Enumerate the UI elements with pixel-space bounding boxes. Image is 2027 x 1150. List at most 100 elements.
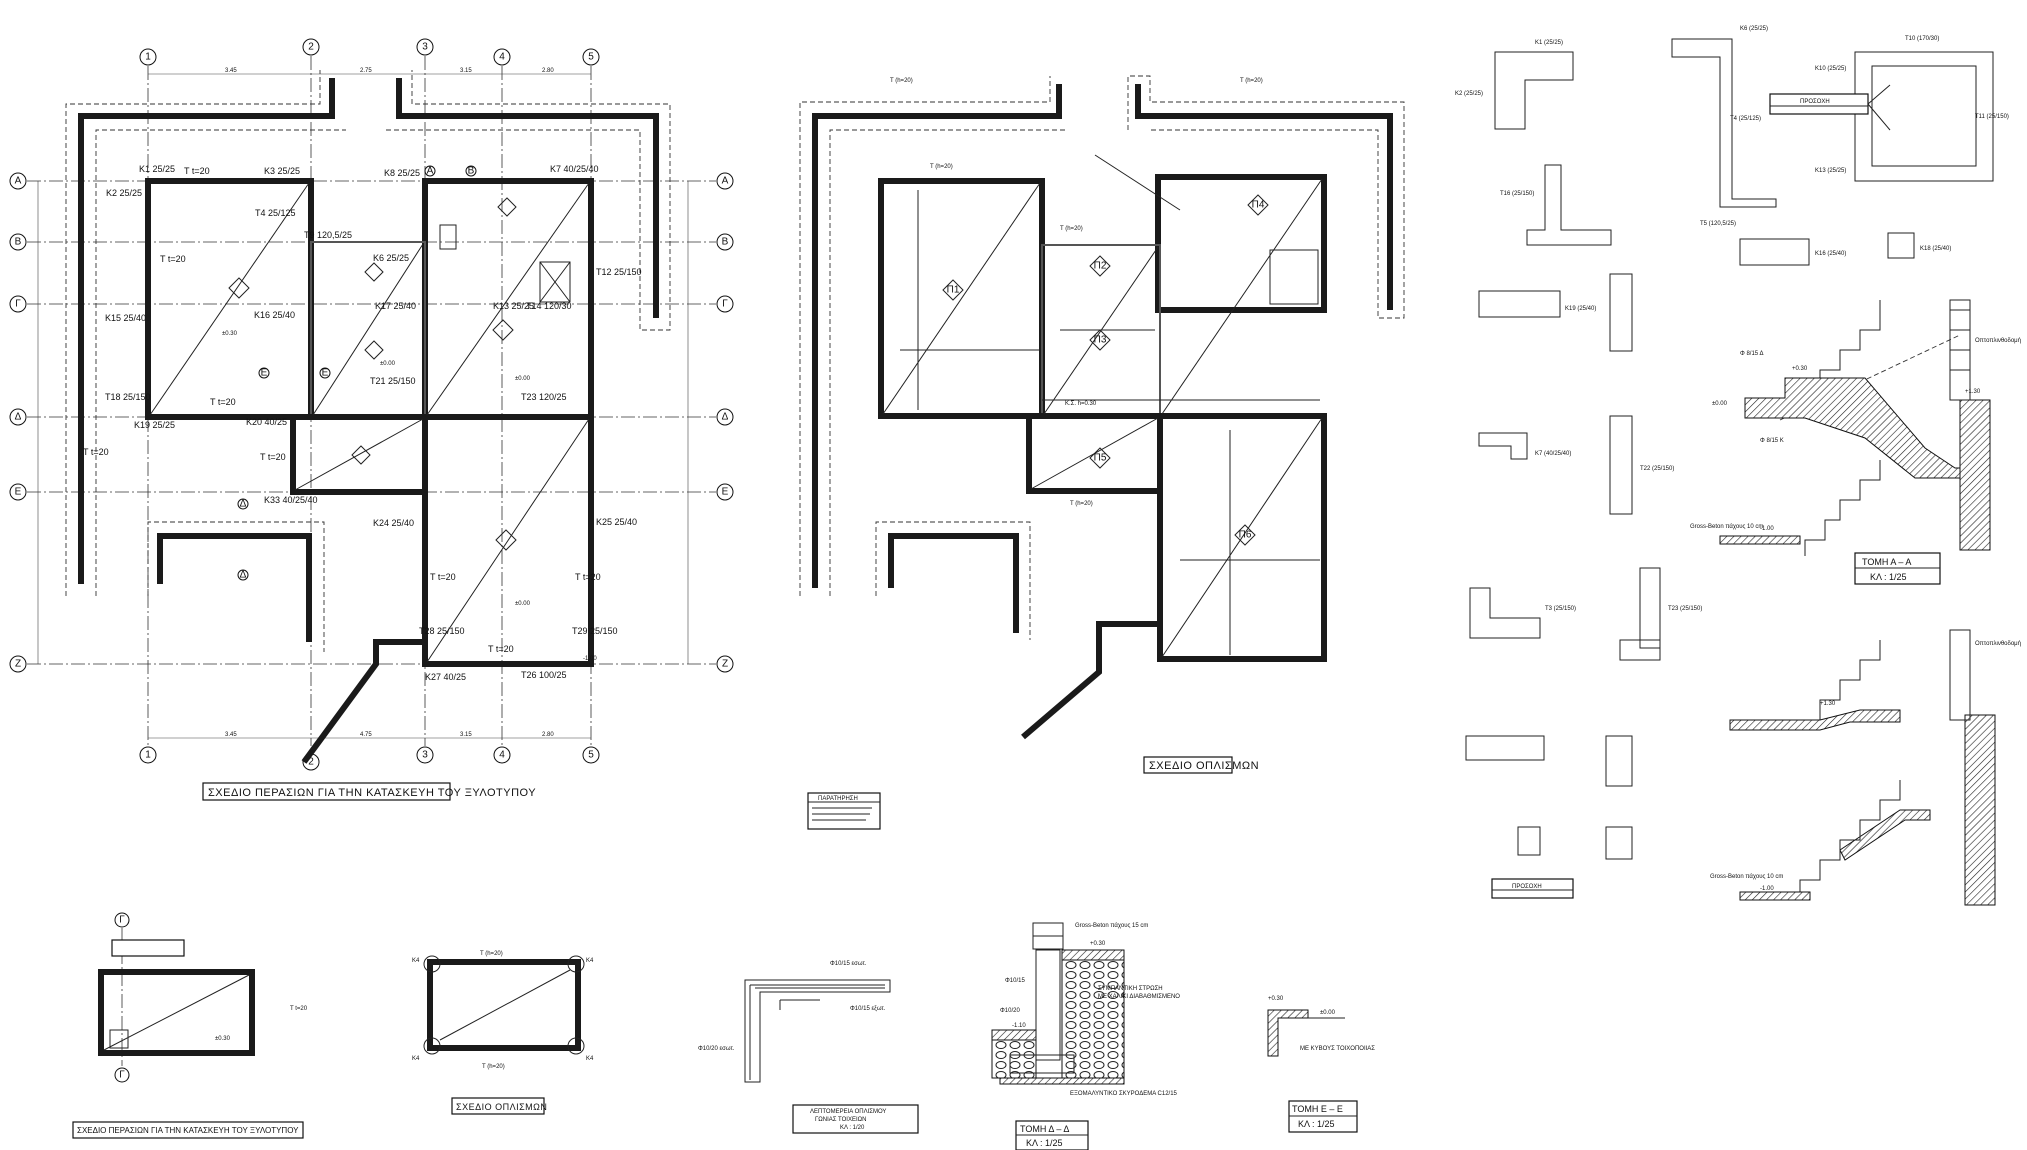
- svg-text:-1.10: -1.10: [1012, 1023, 1026, 1029]
- svg-text:Β: Β: [15, 237, 22, 248]
- svg-text:T (h=20): T (h=20): [1070, 501, 1093, 507]
- svg-text:T (h=20): T (h=20): [890, 78, 913, 84]
- grid-bubbles: 1 2 3 4 5 1 2 3 4 5 Α Β Γ Δ Ε Ζ Α Β Γ Δ …: [9, 38, 734, 771]
- svg-text:K10 (25/25): K10 (25/25): [1815, 66, 1846, 72]
- svg-text:T9 120,5/25: T9 120,5/25: [304, 230, 352, 240]
- svg-text:±0.00: ±0.00: [515, 376, 531, 382]
- formwork-plan-title: ΣΧΕΔΙΟ ΠΕΡΑΣΙΩΝ ΓΙΑ ΤΗΝ ΚΑΤΑΣΚΕΥΗ ΤΟΥ ΞΥ…: [208, 787, 536, 799]
- svg-text:+1.30: +1.30: [1965, 389, 1981, 395]
- svg-text:±0.00: ±0.00: [1320, 1010, 1336, 1016]
- svg-text:T t=20: T t=20: [83, 447, 109, 457]
- svg-text:-1.00: -1.00: [1760, 526, 1774, 532]
- svg-text:1: 1: [145, 52, 151, 63]
- svg-text:+0.30: +0.30: [1792, 366, 1808, 372]
- retaining-wall-section-dd: Gross-Beton πάχους 15 cm +0.30 Φ10/15 Φ1…: [991, 922, 1180, 1150]
- svg-text:4: 4: [499, 750, 505, 761]
- svg-text:Φ 8/15 Κ: Φ 8/15 Κ: [1760, 438, 1784, 444]
- svg-text:K17 25/40: K17 25/40: [375, 301, 416, 311]
- svg-text:-1.00: -1.00: [583, 656, 597, 662]
- svg-text:-1.00: -1.00: [1760, 886, 1774, 892]
- svg-text:T11 (25/150): T11 (25/150): [1975, 114, 2009, 120]
- svg-text:K1 (25/25): K1 (25/25): [1535, 40, 1563, 46]
- svg-text:Δ: Δ: [722, 412, 729, 423]
- small-reinforcement-plan: T (h=20) T (h=20) K4 K4 K4 K4 ΣΧΕΔΙΟ ΟΠΛ…: [412, 951, 594, 1115]
- svg-text:T28 25/150: T28 25/150: [419, 626, 465, 636]
- svg-text:Π3: Π3: [1094, 335, 1107, 346]
- svg-text:Γ: Γ: [722, 299, 728, 310]
- svg-text:Ζ: Ζ: [15, 659, 21, 670]
- svg-text:Οπτοπλινθοδομή: Οπτοπλινθοδομή: [1975, 337, 2021, 344]
- svg-text:Κ.Σ. h=0.30: Κ.Σ. h=0.30: [1065, 401, 1097, 407]
- svg-text:ΚΛ : 1/25: ΚΛ : 1/25: [1026, 1138, 1063, 1148]
- svg-text:K33 40/25/40: K33 40/25/40: [264, 495, 318, 505]
- svg-text:T4 25/125: T4 25/125: [255, 208, 296, 218]
- stair-section-2: Οπτοπλινθοδομή Gross-Beton πάχους 10 cm …: [1710, 629, 2021, 906]
- svg-text:Gross-Beton πάχους 15 cm: Gross-Beton πάχους 15 cm: [1075, 922, 1148, 929]
- svg-text:ΜΕ ΚΥΒΟΥΣ ΤΟΙΧΟΠΟΙΙΑΣ: ΜΕ ΚΥΒΟΥΣ ΤΟΙΧΟΠΟΙΙΑΣ: [1300, 1046, 1375, 1052]
- corner-reinforcement-detail: Φ10/15 εσωτ. Φ10/15 εξωτ. Φ10/20 εσωτ. Λ…: [698, 961, 919, 1134]
- svg-text:K13 25/25: K13 25/25: [493, 301, 534, 311]
- svg-text:2.80: 2.80: [542, 68, 554, 74]
- svg-text:±0.00: ±0.00: [1712, 401, 1728, 407]
- svg-text:K4: K4: [412, 1056, 420, 1062]
- svg-text:Gross-Beton πάχους 10 cm: Gross-Beton πάχους 10 cm: [1710, 873, 1783, 880]
- svg-text:T10 (170/30): T10 (170/30): [1905, 36, 1939, 42]
- svg-text:T t=20: T t=20: [260, 452, 286, 462]
- svg-text:+0.30: +0.30: [1090, 941, 1106, 947]
- svg-text:2: 2: [308, 42, 314, 53]
- svg-text:4.75: 4.75: [360, 732, 372, 738]
- svg-text:T22 (25/150): T22 (25/150): [1640, 466, 1674, 472]
- note-title: ΠΑΡΑΤΗΡΗΣΗ: [818, 796, 858, 802]
- svg-text:K27 40/25: K27 40/25: [425, 672, 466, 682]
- svg-text:ΛΕΠΤΟΜΕΡΕΙΑ ΟΠΛΙΣΜΟΥ: ΛΕΠΤΟΜΕΡΕΙΑ ΟΠΛΙΣΜΟΥ: [810, 1109, 886, 1115]
- svg-text:K19 (25/40): K19 (25/40): [1565, 306, 1596, 312]
- svg-text:Δ: Δ: [15, 412, 22, 423]
- svg-text:4: 4: [499, 52, 505, 63]
- svg-text:1: 1: [145, 750, 151, 761]
- column-section-details: K1 (25/25) K2 (25/25) K6 (25/25) T4 (25/…: [1455, 26, 2009, 899]
- svg-text:Β: Β: [468, 166, 475, 177]
- svg-text:Ζ: Ζ: [722, 659, 728, 670]
- svg-text:±0.30: ±0.30: [215, 1036, 231, 1042]
- svg-text:Δ: Δ: [240, 499, 247, 510]
- svg-text:K7 40/25/40: K7 40/25/40: [550, 164, 599, 174]
- svg-text:Δ: Δ: [240, 570, 247, 581]
- svg-text:2.80: 2.80: [542, 732, 554, 738]
- svg-text:T t=20: T t=20: [575, 572, 601, 582]
- svg-text:ΜΕ ΧΑΛΙΚΙ ΔΙΑΒΑΘΜΙΣΜΕΝΟ: ΜΕ ΧΑΛΙΚΙ ΔΙΑΒΑΘΜΙΣΜΕΝΟ: [1098, 994, 1180, 1000]
- svg-text:Π1: Π1: [947, 285, 960, 296]
- svg-text:T4 (25/125): T4 (25/125): [1730, 116, 1761, 122]
- svg-text:T t=20: T t=20: [184, 166, 210, 176]
- section-ee: +0.30 ±0.00 ΜΕ ΚΥΒΟΥΣ ΤΟΙΧΟΠΟΙΙΑΣ ΤΟΜΗ Ε…: [1267, 996, 1375, 1133]
- svg-text:Α: Α: [427, 166, 434, 177]
- svg-text:T23 120/25: T23 120/25: [521, 392, 567, 402]
- svg-text:K13 (25/25): K13 (25/25): [1815, 168, 1846, 174]
- svg-text:3.15: 3.15: [460, 68, 472, 74]
- svg-text:K1 25/25: K1 25/25: [139, 164, 175, 174]
- svg-text:T29 25/150: T29 25/150: [572, 626, 618, 636]
- svg-text:T (h=20): T (h=20): [1060, 226, 1083, 232]
- svg-text:3.45: 3.45: [225, 68, 237, 74]
- dimension-lines: 3.45 2.75 3.15 2.80 3.45 4.75 3.15 2.80: [37, 68, 689, 739]
- svg-text:+0.30: +0.30: [1268, 996, 1284, 1002]
- svg-text:K3 25/25: K3 25/25: [264, 166, 300, 176]
- svg-text:K4: K4: [412, 958, 420, 964]
- svg-text:Φ10/15 εσωτ.: Φ10/15 εσωτ.: [830, 961, 867, 967]
- svg-text:T (h=20): T (h=20): [480, 951, 503, 957]
- svg-text:+1.30: +1.30: [1820, 701, 1836, 707]
- svg-text:Ε: Ε: [322, 368, 329, 379]
- svg-text:±0.00: ±0.00: [380, 361, 396, 367]
- svg-text:3: 3: [422, 42, 428, 53]
- svg-text:K24 25/40: K24 25/40: [373, 518, 414, 528]
- svg-text:ΚΛ : 1/25: ΚΛ : 1/25: [1870, 572, 1907, 582]
- svg-text:K16 25/40: K16 25/40: [254, 310, 295, 320]
- svg-text:ΠΡΟΣΟΧΗ: ΠΡΟΣΟΧΗ: [1512, 884, 1542, 890]
- svg-text:Β: Β: [722, 237, 729, 248]
- svg-text:Φ10/15 εξωτ.: Φ10/15 εξωτ.: [850, 1006, 886, 1012]
- svg-text:T21 25/150: T21 25/150: [370, 376, 416, 386]
- svg-text:ΚΛ : 1/25: ΚΛ : 1/25: [1298, 1119, 1335, 1129]
- element-labels: K1 25/25 K3 25/25 K2 25/25 T4 25/125 T9 …: [83, 164, 642, 682]
- svg-text:Ε: Ε: [261, 368, 268, 379]
- reinforcement-plan-title: ΣΧΕΔΙΟ ΟΠΛΙΣΜΩΝ: [1149, 760, 1259, 772]
